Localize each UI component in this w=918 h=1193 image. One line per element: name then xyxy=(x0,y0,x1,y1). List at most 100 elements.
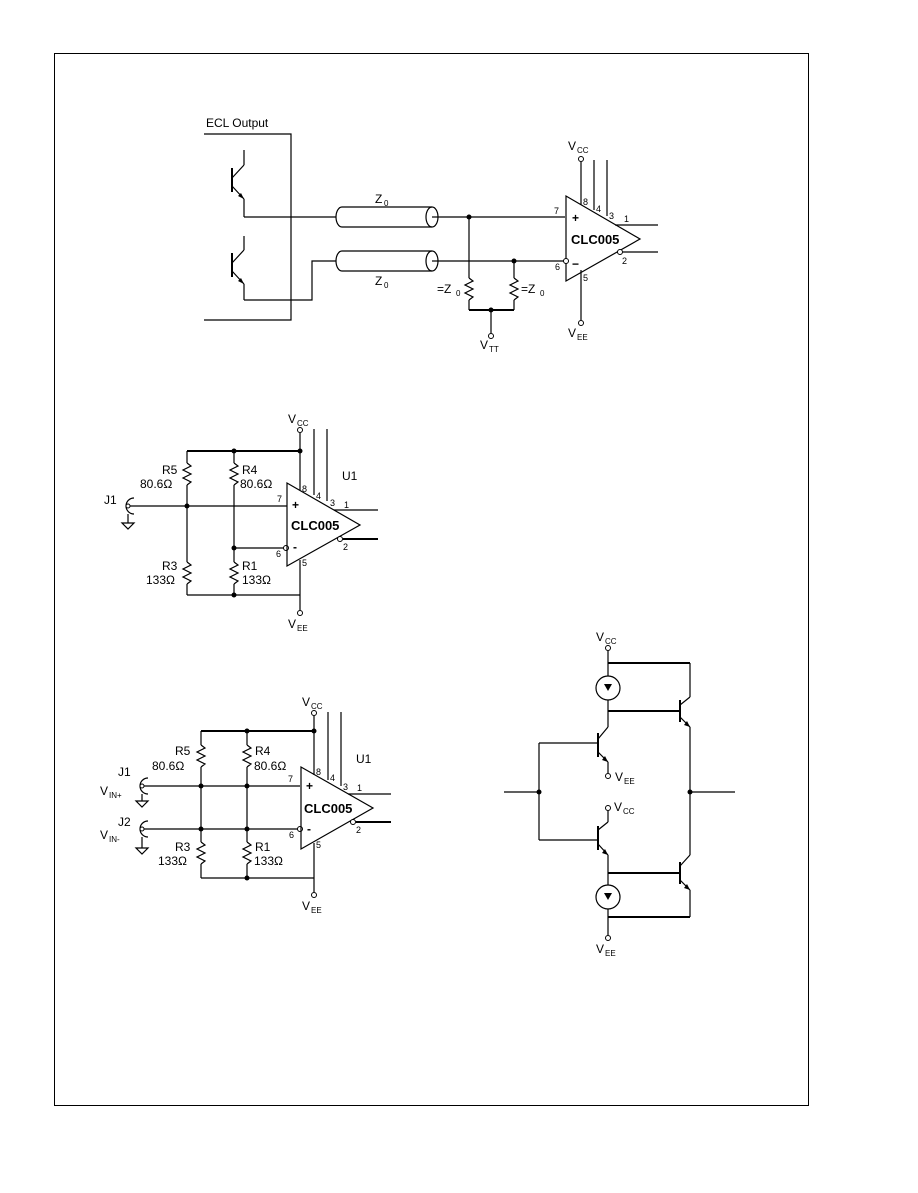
figure-single-ended: V CC U1 R5 80.6Ω R3 133Ω R4 80.6Ω xyxy=(104,412,378,633)
figure-ecl-interface: ECL Output Z 0 xyxy=(204,116,658,354)
amp1-pin1: 1 xyxy=(624,214,629,224)
resistor-r5-fig3 xyxy=(195,731,207,878)
amp2-pin4: 4 xyxy=(316,491,321,501)
res-right-label: =Z xyxy=(521,282,535,296)
amp1-pin7: 7 xyxy=(554,206,559,216)
current-source-top xyxy=(595,675,621,701)
figure-output-stage: V CC V EE xyxy=(504,630,735,958)
output-transistor-upper xyxy=(679,696,691,855)
vin-minus-label: V xyxy=(100,828,108,842)
vee-label-fig1: V xyxy=(568,326,576,340)
r4-value-fig2: 80.6Ω xyxy=(240,477,272,491)
ecl-transistor-upper xyxy=(231,150,245,217)
coax-line-bottom xyxy=(335,250,440,272)
amp1-label: CLC005 xyxy=(571,232,619,247)
resistor-r5-fig2 xyxy=(181,451,193,595)
vin-plus-label: V xyxy=(100,784,108,798)
amp2-label: CLC005 xyxy=(291,518,339,533)
amp2-pin5: 5 xyxy=(302,558,307,568)
u1-label-fig3: U1 xyxy=(356,752,372,766)
termination-resistor-right xyxy=(508,261,520,310)
vee-sub-fig2: EE xyxy=(297,624,308,633)
r1-label-fig2: R1 xyxy=(242,559,258,573)
amp3-pin8: 8 xyxy=(316,767,321,777)
amp1-pin2: 2 xyxy=(622,256,627,266)
j1-connector-fig3 xyxy=(134,777,300,808)
r3-value-fig3: 133Ω xyxy=(158,854,187,868)
amp1-minus: − xyxy=(572,257,579,271)
r5-label-fig3: R5 xyxy=(175,744,191,758)
vee-mid-label: V xyxy=(615,770,623,784)
z0-bottom-sub: 0 xyxy=(384,281,389,290)
j1-connector-fig2 xyxy=(120,497,187,530)
u1-label-fig2: U1 xyxy=(342,469,358,483)
vcc-top-label: V xyxy=(596,630,604,644)
vcc-label-fig3: V xyxy=(302,695,310,709)
termination-resistor-left xyxy=(463,217,475,310)
amp3-minus: - xyxy=(307,822,311,836)
amp2-plus: + xyxy=(292,498,299,512)
vcc-sub-fig3: CC xyxy=(311,702,323,711)
amp2-pin8: 8 xyxy=(302,484,307,494)
ecl-output-label: ECL Output xyxy=(206,116,269,130)
resistor-r4-fig2 xyxy=(228,451,240,595)
coax-line-top xyxy=(335,206,440,228)
amp3-pin3: 3 xyxy=(343,782,348,792)
current-source-bottom xyxy=(595,884,621,910)
r3-value-fig2: 133Ω xyxy=(146,573,175,587)
vee-label-fig3: V xyxy=(302,899,310,913)
amp2-pin6: 6 xyxy=(276,549,281,559)
vee-bottom-sub: EE xyxy=(605,949,616,958)
j2-connector-fig3 xyxy=(134,820,298,855)
resistor-r4-fig3 xyxy=(241,731,253,878)
vin-minus-sub: IN- xyxy=(109,835,120,844)
amp3-pin7: 7 xyxy=(288,774,293,784)
r5-value-fig2: 80.6Ω xyxy=(140,477,172,491)
amp3-label: CLC005 xyxy=(304,801,352,816)
vtt-sub: TT xyxy=(489,345,499,354)
vtt-label: V xyxy=(480,338,488,352)
amp1-pin4: 4 xyxy=(596,204,601,214)
res-left-label: =Z xyxy=(437,282,451,296)
page-border xyxy=(54,53,809,1106)
vee-sub-fig3: EE xyxy=(311,906,322,915)
input-transistor-lower xyxy=(539,805,611,856)
amp1-plus: + xyxy=(572,211,579,225)
j1-label-fig3: J1 xyxy=(118,765,131,779)
vee-label-fig2: V xyxy=(288,617,296,631)
vee-mid-sub: EE xyxy=(624,777,635,786)
vee-bottom-label: V xyxy=(596,942,604,956)
z0-bottom-label: Z xyxy=(375,274,382,288)
z0-top-sub: 0 xyxy=(384,199,389,208)
r5-value-fig3: 80.6Ω xyxy=(152,759,184,773)
figure-differential: V CC U1 R5 80.6Ω R3 133Ω R4 80.6Ω xyxy=(100,695,391,915)
amp1-pin3: 3 xyxy=(609,211,614,221)
vcc-mid-sub: CC xyxy=(623,807,635,816)
r3-label-fig2: R3 xyxy=(162,559,178,573)
input-transistor-upper xyxy=(539,726,611,779)
r5-label-fig2: R5 xyxy=(162,463,178,477)
vcc-label-fig2: V xyxy=(288,412,296,426)
clc005-amplifier-fig1 xyxy=(563,156,658,326)
amp3-pin2: 2 xyxy=(356,825,361,835)
res-right-sub: 0 xyxy=(540,289,545,298)
ecl-transistor-lower xyxy=(231,236,245,300)
amp1-pin6: 6 xyxy=(555,262,560,272)
output-transistor-lower xyxy=(679,854,691,917)
amp3-pin4: 4 xyxy=(330,773,335,783)
clc005-amplifier-fig3 xyxy=(300,765,391,851)
vin-plus-sub: IN+ xyxy=(109,791,122,800)
clc005-amplifier-fig2 xyxy=(286,481,378,568)
amp2-pin3: 3 xyxy=(330,498,335,508)
vcc-label-fig1: V xyxy=(568,139,576,153)
r4-label-fig3: R4 xyxy=(255,744,271,758)
r4-value-fig3: 80.6Ω xyxy=(254,759,286,773)
j2-label-fig3: J2 xyxy=(118,815,131,829)
r1-value-fig2: 133Ω xyxy=(242,573,271,587)
amp1-pin8: 8 xyxy=(583,197,588,207)
amp1-pin5: 5 xyxy=(583,273,588,283)
vcc-sub-fig2: CC xyxy=(297,419,309,428)
vee-sub-fig1: EE xyxy=(577,333,588,342)
